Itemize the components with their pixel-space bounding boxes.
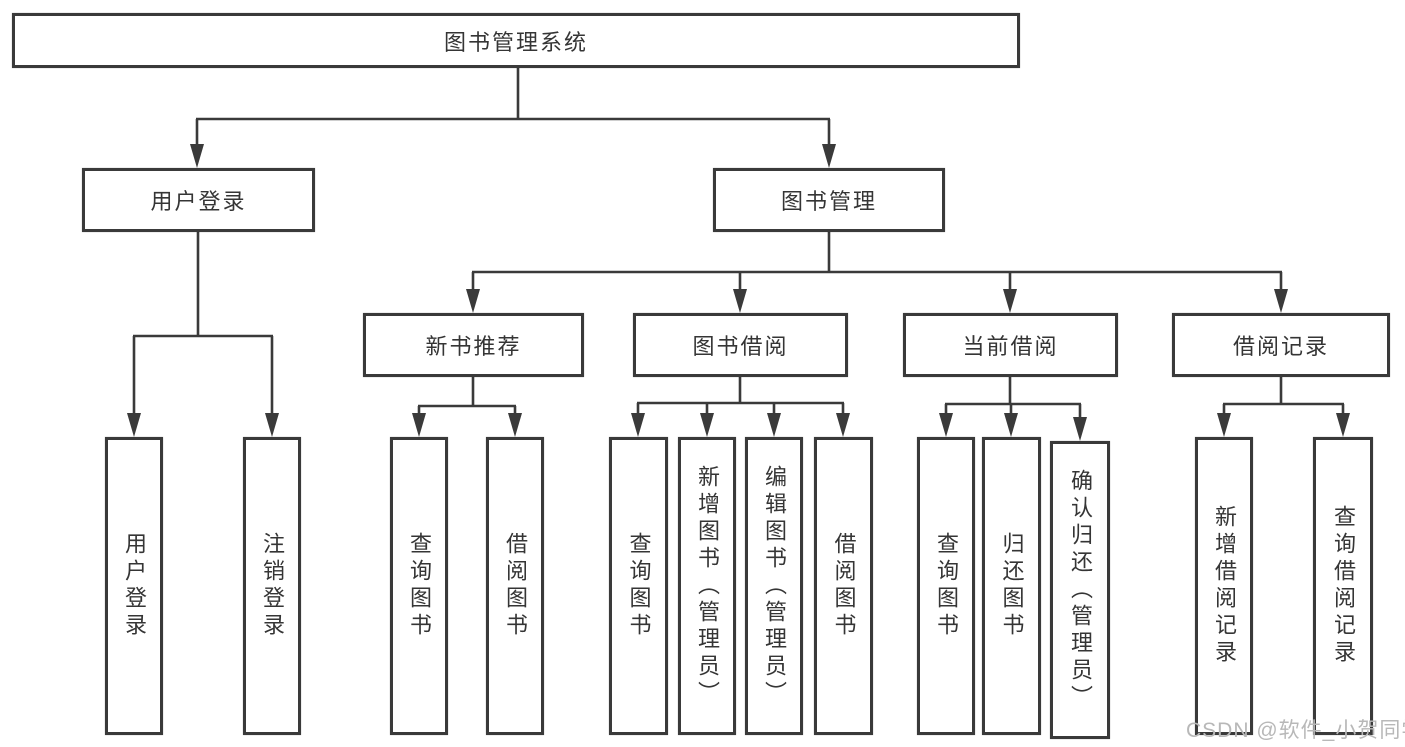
node-current-borrowing: 当前借阅 [903,313,1118,377]
leaf-query-borrow-record-label: 查询借阅记录 [1331,505,1356,667]
leaf-user-login-label: 用户登录 [122,532,147,640]
node-user-login: 用户登录 [82,168,315,232]
node-current-borrowing-label: 当前借阅 [962,334,1059,359]
leaf-query-books-current-label: 查询图书 [934,532,959,640]
watermark: CSDN @软件_小贺同学 [1186,719,1405,742]
node-book-borrowing-label: 图书借阅 [692,334,789,359]
leaf-return-books-label: 归还图书 [999,532,1025,640]
leaf-return-books: 归还图书 [982,437,1041,735]
leaf-edit-book-admin: 编辑图书（管理员） [745,437,803,735]
leaf-logout-label: 注销登录 [260,532,285,640]
leaf-borrow-books-label: 借阅图书 [831,532,857,640]
node-new-book-recommendation: 新书推荐 [363,313,584,377]
node-book-borrowing: 图书借阅 [633,313,848,377]
leaf-query-books-borrow-label: 查询图书 [626,532,652,640]
leaf-add-book-admin: 新增图书（管理员） [678,437,736,735]
leaf-borrow-books-recommend: 借阅图书 [486,437,544,735]
node-borrowing-records: 借阅记录 [1172,313,1390,377]
leaf-query-books-current: 查询图书 [917,437,975,735]
leaf-borrow-books: 借阅图书 [814,437,873,735]
node-borrowing-records-label: 借阅记录 [1232,334,1329,359]
node-book-management: 图书管理 [713,168,945,232]
leaf-borrow-books-recommend-label: 借阅图书 [503,532,528,640]
leaf-confirm-return-admin-label: 确认归还（管理员） [1068,468,1093,712]
node-library-system: 图书管理系统 [12,13,1020,68]
leaf-add-book-admin-label: 新增图书（管理员） [695,464,720,708]
leaf-add-borrow-record-label: 新增借阅记录 [1212,505,1237,667]
leaf-query-books-recommend: 查询图书 [390,437,448,735]
node-library-system-label: 图书管理系统 [443,29,588,55]
node-user-login-label: 用户登录 [150,189,247,214]
leaf-query-borrow-record: 查询借阅记录 [1313,437,1373,735]
node-book-management-label: 图书管理 [780,189,877,214]
node-new-book-recommendation-label: 新书推荐 [425,334,522,359]
leaf-edit-book-admin-label: 编辑图书（管理员） [762,464,787,708]
leaf-query-books-recommend-label: 查询图书 [407,532,432,640]
leaf-logout: 注销登录 [243,437,301,735]
leaf-query-books-borrow: 查询图书 [609,437,668,735]
leaf-confirm-return-admin: 确认归还（管理员） [1050,441,1110,739]
leaf-user-login: 用户登录 [105,437,163,735]
leaf-add-borrow-record: 新增借阅记录 [1195,437,1253,735]
